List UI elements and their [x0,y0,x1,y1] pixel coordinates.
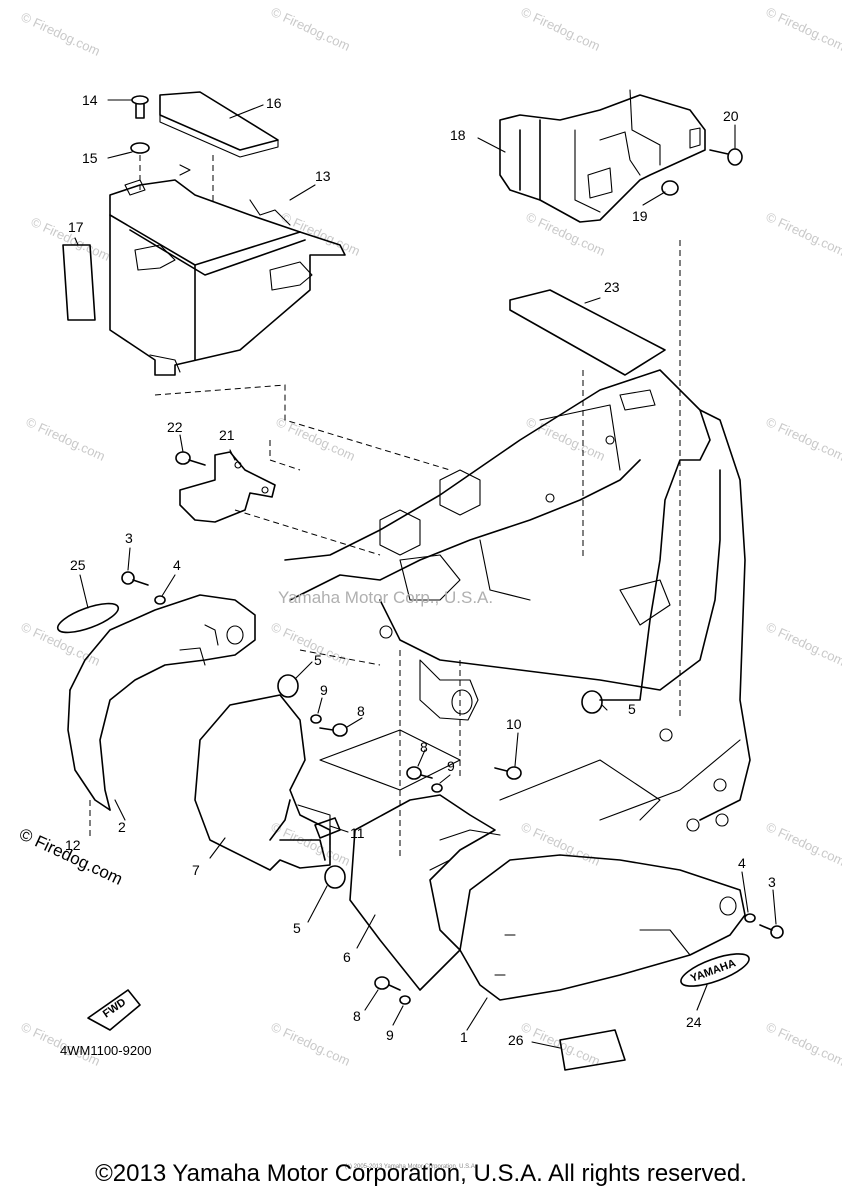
callout-25: 25 [70,557,86,573]
callout-3-upper: 3 [125,530,133,546]
electrical-bracket-part [499,89,706,223]
forward-direction-arrow: FWD [87,989,141,1031]
callout-17: 17 [68,219,84,235]
callout-10: 10 [506,716,522,732]
watermark-tile: © Firedog.com [269,619,353,669]
washer-part [399,995,411,1005]
washer-part [744,913,756,923]
washer-part [154,595,166,605]
callout-2: 2 [118,819,126,835]
side-cover-part [349,794,501,991]
callout-21: 21 [219,427,235,443]
watermark-tile: © Firedog.com [269,4,353,54]
relay-bracket-part [179,451,276,523]
watermark-tile: © Firedog.com [524,209,608,259]
watermark-tiles: © Firedog.com © Firedog.com © Firedog.co… [19,4,842,1069]
callout-5-upper: 5 [314,652,322,668]
callout-5-right: 5 [628,701,636,717]
frame-part [284,369,751,832]
callout-1: 1 [460,1029,468,1045]
callout-15: 15 [82,150,98,166]
callout-7: 7 [192,862,200,878]
watermark-tile: © Firedog.com [269,1019,353,1069]
callout-8-left: 8 [357,703,365,719]
watermark-tile: © Firedog.com [19,619,103,669]
watermark-tile: © Firedog.com [519,819,603,869]
watermark-tile: © Firedog.com [764,1019,842,1069]
callout-14: 14 [82,92,98,108]
emblem-text: YAMAHA [689,957,738,984]
grommet-part [277,674,299,698]
callout-3-right: 3 [768,874,776,890]
washer-part [310,714,322,724]
washer-part [130,142,150,154]
watermark-tile: © Firedog.com [524,414,608,464]
callout-26: 26 [508,1032,524,1048]
callout-8-bottom: 8 [353,1008,361,1024]
side-cover-part [459,854,746,1001]
cover-part [194,694,331,871]
callout-4-right: 4 [738,855,746,871]
callout-8-middle: 8 [420,739,428,755]
watermark-tile: © Firedog.com [19,9,103,59]
callout-9-left: 9 [320,682,328,698]
watermark-tile: © Firedog.com [274,414,358,464]
tiny-notice: (c) 2005-2013 Yamaha Motor Corporation, … [345,1164,477,1170]
watermark-tile: © Firedog.com [764,414,842,464]
callout-12: 12 [65,837,81,853]
clip-part [314,817,341,839]
callout-19: 19 [632,208,648,224]
grommet-part [324,865,346,889]
side-cover-part [67,594,256,811]
diagram-code: 4WM1100-9200 [60,1043,152,1058]
nut-part [661,180,679,196]
bolt-part [406,766,433,780]
bolt-part [709,148,743,166]
grommet-part [581,690,603,714]
center-watermark: Yamaha Motor Corp., U.S.A. [278,588,493,607]
callout-22: 22 [167,419,183,435]
watermark-tile: © Firedog.com [764,619,842,669]
battery-pad-part [159,91,279,151]
callout-16: 16 [266,95,282,111]
bolt-part [121,571,149,586]
watermark-tile: © Firedog.com [764,209,842,259]
callout-13: 13 [315,168,331,184]
watermark-tile: © Firedog.com [519,4,603,54]
watermark-tile: © Firedog.com [764,4,842,54]
callout-6: 6 [343,949,351,965]
callout-9-bottom: 9 [386,1027,394,1043]
callout-11: 11 [350,825,365,841]
callout-5-lower: 5 [293,920,301,936]
washer-part [431,783,443,793]
callout-18: 18 [450,127,466,143]
bolt-part [175,451,206,466]
bolt-part [319,723,348,737]
seat-pad-part [509,289,666,376]
callout-20: 20 [723,108,739,124]
watermark-tile: © Firedog.com [764,819,842,869]
bolt-part [374,976,401,991]
watermark-tile: © Firedog.com [24,414,108,464]
callout-24: 24 [686,1014,702,1030]
bolt-part [131,95,149,119]
callout-4-upper: 4 [173,557,181,573]
caution-label-part [559,1029,626,1071]
band-part [56,602,120,634]
battery-strip-part [62,244,96,321]
callout-9-middle: 9 [447,758,455,774]
bolt-part [494,766,522,780]
side-watermark: © Firedog.com [16,824,125,888]
callout-23: 23 [604,279,620,295]
bolt-part [759,924,784,939]
copyright-footer: ©2013 Yamaha Motor Corporation, U.S.A. A… [95,1160,747,1187]
battery-box-part [109,164,346,376]
fwd-label: FWD [101,996,128,1020]
